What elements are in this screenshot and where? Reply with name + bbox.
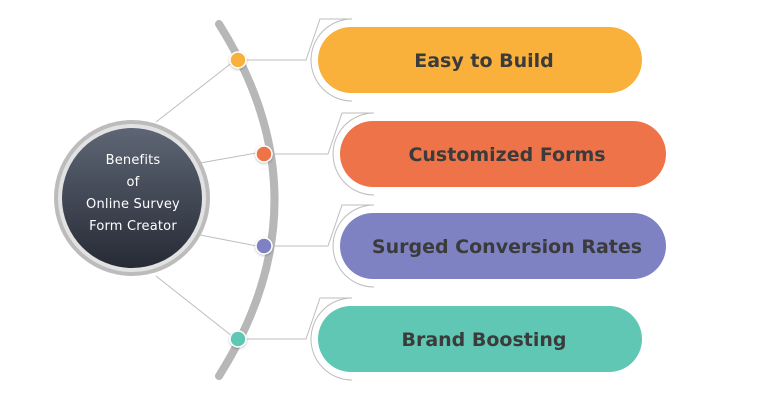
benefit-label-4: Brand Boosting: [401, 329, 566, 351]
pill-connector-1: [246, 18, 352, 61]
center-title-line-1: Benefits: [105, 153, 161, 168]
pill-connector-lines: [246, 18, 375, 381]
benefit-pill-3: Surged Conversion Rates: [340, 213, 666, 279]
pill-connector-4: [246, 297, 352, 340]
benefit-pill-shape-2: [340, 121, 666, 187]
center-title-line-2: of: [126, 175, 140, 190]
arc-dot-3: [255, 237, 273, 255]
arc-dot-1: [229, 51, 247, 69]
center-connector-lines: [155, 57, 263, 341]
arc-track: [215, 20, 279, 380]
benefit-pill-2: Customized Forms: [340, 121, 666, 187]
center-title-line-3: Online Survey: [86, 197, 180, 212]
pill-connector-3: [272, 204, 374, 247]
arc-dot-4: [229, 330, 247, 348]
arc-dots: [229, 51, 273, 348]
pill-bracket-1: [310, 18, 353, 102]
pill-bracket-2: [332, 112, 375, 196]
pill-bracket-4: [310, 297, 353, 381]
benefit-label-3: Surged Conversion Rates: [372, 236, 642, 258]
benefit-label-1: Easy to Build: [414, 50, 554, 72]
center-connector-3: [199, 234, 263, 248]
benefit-label-2: Customized Forms: [408, 144, 605, 166]
center-connector-4: [155, 275, 238, 341]
center-title: Benefits of Online Survey Form Creator: [60, 150, 206, 238]
pill-connector-2: [272, 112, 374, 155]
pill-bracket-3: [332, 204, 375, 288]
center-connector-2: [199, 151, 263, 164]
benefit-pill-4: Brand Boosting: [318, 306, 642, 372]
benefit-pill-1: Easy to Build: [318, 27, 642, 93]
benefit-pill-shape-1: [318, 27, 642, 93]
center-circle-fill: [62, 128, 202, 268]
benefit-pill-shape-3: [340, 213, 666, 279]
arc-dot-2: [255, 145, 273, 163]
center-circle: [54, 120, 210, 276]
center-title-line-4: Form Creator: [89, 219, 177, 234]
center-connector-1: [155, 57, 239, 123]
benefit-pill-shape-4: [318, 306, 642, 372]
